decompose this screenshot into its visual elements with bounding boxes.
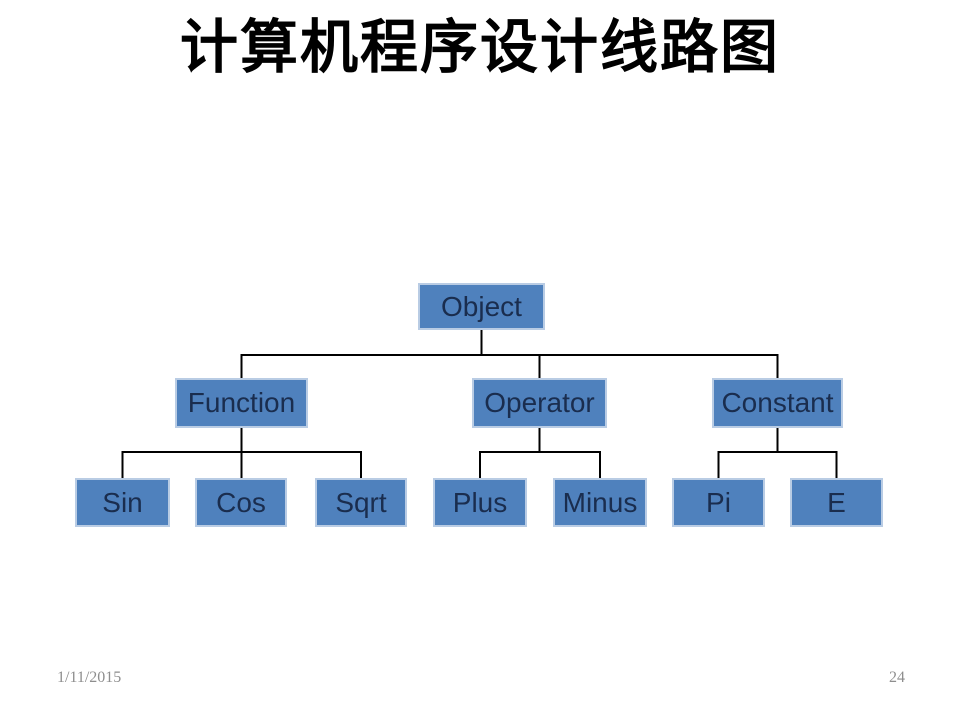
node-constant: Constant	[712, 378, 843, 428]
footer-page-number: 24	[889, 669, 905, 686]
node-sqrt: Sqrt	[315, 478, 407, 527]
node-operator: Operator	[472, 378, 607, 428]
node-object: Object	[418, 283, 545, 330]
node-sin: Sin	[75, 478, 170, 527]
node-e: E	[790, 478, 883, 527]
node-cos: Cos	[195, 478, 287, 527]
slide-title: 计算机程序设计线路图	[179, 13, 780, 81]
node-pi: Pi	[672, 478, 765, 527]
footer-date: 1/11/2015	[57, 669, 122, 686]
node-function: Function	[175, 378, 308, 428]
node-minus: Minus	[553, 478, 647, 527]
node-plus: Plus	[433, 478, 527, 527]
